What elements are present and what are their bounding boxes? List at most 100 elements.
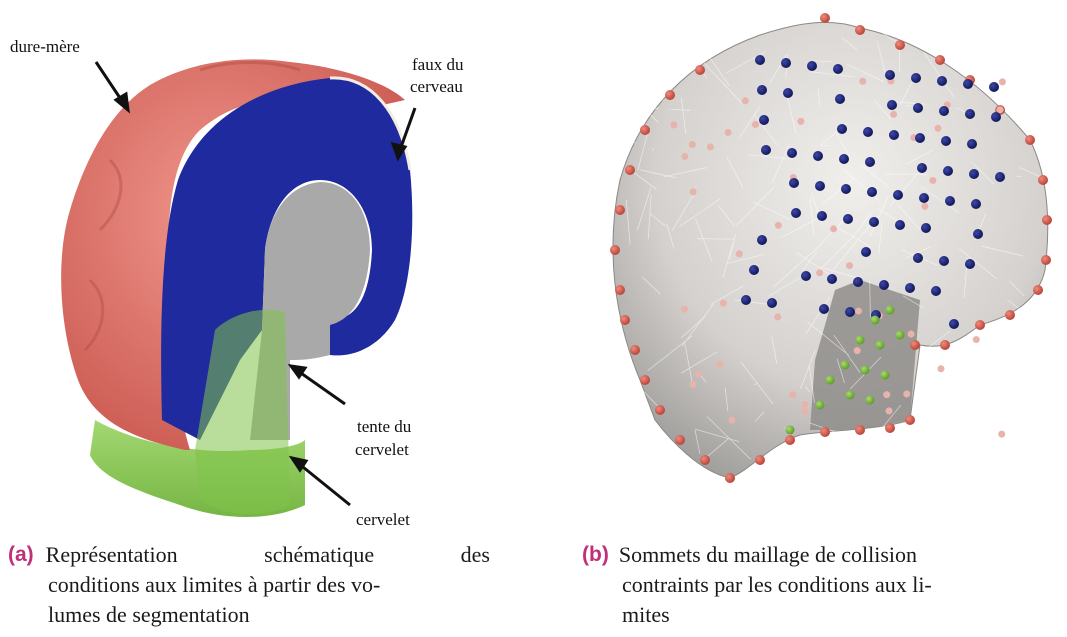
vertex-falx <box>867 187 877 197</box>
vertex-falx <box>755 55 765 65</box>
vertex-dura-faint <box>972 336 980 344</box>
vertex-falx <box>943 166 953 176</box>
vertex-dura-faint <box>998 78 1006 86</box>
vertex-dura <box>655 405 665 415</box>
vertex-falx <box>939 106 949 116</box>
caption-b-line2: contraints par les conditions aux li- <box>622 572 932 597</box>
caption-a-word-3: des <box>460 542 490 567</box>
vertex-dura <box>885 423 895 433</box>
caption-b: (b) Sommets du maillage de collision con… <box>582 540 1052 630</box>
vertex-dura <box>935 55 945 65</box>
vertex-cerebellum <box>885 305 895 315</box>
vertex-dura-faint <box>934 124 942 132</box>
vertex-dura <box>725 473 735 483</box>
vertex-dura <box>785 435 795 445</box>
vertex-dura <box>620 315 630 325</box>
vertex-dura <box>755 455 765 465</box>
vertex-dura-faint <box>681 305 689 313</box>
vertex-falx <box>971 199 981 209</box>
vertex-cerebellum <box>870 315 880 325</box>
vertex-falx <box>741 295 751 305</box>
vertex-dura-faint <box>741 97 749 105</box>
arrow-cerebellum <box>297 461 351 507</box>
label-cerebellum: cervelet <box>356 510 410 529</box>
label-falx-line2: cerveau <box>410 77 463 96</box>
vertex-dura <box>940 340 950 350</box>
vertex-falx <box>945 196 955 206</box>
vertex-falx <box>757 85 767 95</box>
vertex-falx <box>905 283 915 293</box>
vertex-cerebellum <box>845 390 855 400</box>
vertex-dura <box>700 455 710 465</box>
vertex-dura <box>610 245 620 255</box>
vertex-falx <box>865 157 875 167</box>
vertex-dura-faint <box>846 262 853 270</box>
vertex-falx <box>767 298 777 308</box>
vertex-falx <box>787 148 797 158</box>
vertex-cerebellum <box>860 365 870 375</box>
vertex-falx <box>815 181 825 191</box>
vertex-falx <box>995 172 1005 182</box>
vertex-dura <box>640 125 650 135</box>
vertex-falx <box>889 130 899 140</box>
vertex-dura <box>855 25 865 35</box>
vertex-dura <box>630 345 640 355</box>
vertex-falx <box>913 253 923 263</box>
vertex-falx <box>833 64 843 74</box>
caption-a-letter: (a) <box>8 543 34 566</box>
vertex-falx <box>813 151 823 161</box>
arrow-tentorium-head <box>287 364 308 380</box>
caption-b-line3: mites <box>622 602 670 627</box>
vertex-dura <box>910 340 920 350</box>
vertex-dura <box>855 425 865 435</box>
label-dura: dure-mère <box>10 37 80 56</box>
panel-b: (b) Sommets du maillage de collision con… <box>560 0 1067 637</box>
vertex-dura-faint <box>937 365 945 373</box>
vertex-falx <box>827 274 837 284</box>
vertex-falx <box>845 307 855 317</box>
caption-a-word-1: Représentation <box>45 542 178 567</box>
brain-segmentation-figure <box>61 59 417 518</box>
vertex-dura-faint <box>728 416 736 424</box>
vertex-dura <box>895 40 905 50</box>
vertex-falx <box>895 220 905 230</box>
vertex-falx <box>783 88 793 98</box>
vertex-dura-faint <box>998 430 1006 438</box>
vertex-dura <box>625 165 635 175</box>
vertex-falx <box>991 112 1001 122</box>
vertex-dura-faint <box>907 330 915 338</box>
vertex-falx <box>941 136 951 146</box>
vertex-dura-faint <box>694 370 702 378</box>
vertex-dura-faint <box>689 380 697 388</box>
vertex-dura <box>640 375 650 385</box>
vertex-dura-faint <box>681 152 689 160</box>
vertex-dura <box>675 435 685 445</box>
vertex-dura-faint <box>929 176 937 184</box>
vertex-dura-faint <box>816 269 824 277</box>
vertex-falx <box>749 265 759 275</box>
arrow-dura-head <box>113 91 130 114</box>
vertex-dura-faint <box>801 407 809 415</box>
vertex-dura-faint <box>996 106 1004 114</box>
vertex-cerebellum <box>815 400 825 410</box>
vertex-dura-faint <box>903 390 911 398</box>
vertex-dura <box>615 285 625 295</box>
label-falx-line1: faux du <box>412 55 464 74</box>
vertex-falx <box>759 115 769 125</box>
vertex-dura <box>1025 135 1035 145</box>
vertex-falx <box>937 76 947 86</box>
vertex-falx <box>819 304 829 314</box>
vertex-falx <box>885 70 895 80</box>
caption-a-word-2: schématique <box>264 542 375 567</box>
vertex-dura-faint <box>735 250 743 258</box>
vertex-falx <box>967 139 977 149</box>
vertex-falx <box>921 223 931 233</box>
vertex-falx <box>989 82 999 92</box>
arrow-tentorium <box>297 369 346 406</box>
vertex-cerebellum <box>865 395 875 405</box>
vertex-falx <box>757 235 767 245</box>
vertex-falx <box>887 100 897 110</box>
vertex-falx <box>965 259 975 269</box>
label-tentorium-line2: cervelet <box>355 440 409 459</box>
vertex-falx <box>789 178 799 188</box>
